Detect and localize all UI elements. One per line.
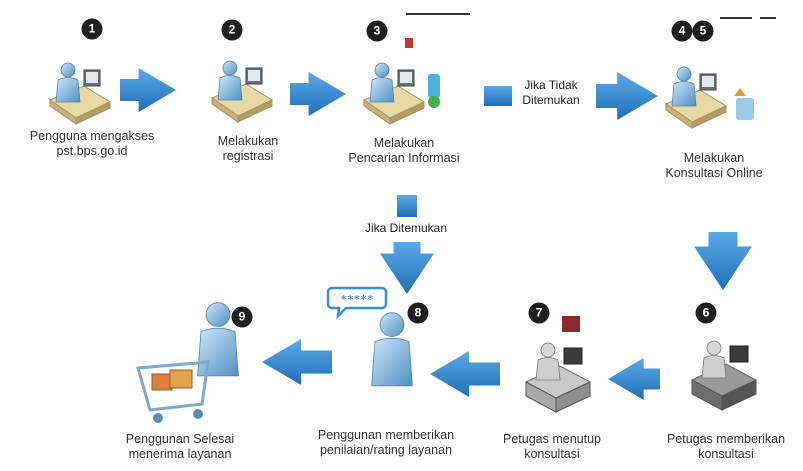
search-result-icon (428, 96, 440, 108)
thumbnail-mark (405, 38, 413, 48)
step-7-badge: 7 (528, 302, 550, 324)
chat-spark-icon (734, 88, 746, 96)
step-5-badge: 5 (692, 20, 714, 42)
step-4-badge: 4 (671, 20, 693, 42)
step-8-user-icon (371, 312, 413, 387)
arrow-step3-to-step5-tail (484, 86, 512, 106)
step-3-user-icon (362, 62, 426, 125)
step-1-badge: 1 (81, 18, 103, 40)
step-7-officer-icon (524, 342, 592, 413)
rating-speech-bubble: ***** (326, 286, 388, 320)
step-6-badge: 6 (695, 302, 717, 324)
arrow-step2-to-step3 (290, 72, 346, 116)
arrow-step7-to-step8 (430, 351, 500, 397)
step-3-badge: 3 (366, 20, 388, 42)
condition-found-label: Jika Ditemukan (364, 221, 448, 236)
arrow-step3-to-step8 (380, 242, 434, 294)
step-1-user-icon (48, 62, 112, 125)
step-6-officer-icon (690, 340, 758, 411)
step-5-user-icon (664, 66, 728, 129)
rating-stars: ***** (340, 293, 373, 306)
binoculars-icon (428, 74, 440, 98)
step-9-badge: 9 (231, 306, 253, 328)
shopping-cart-icon (136, 360, 210, 423)
device-icon (736, 98, 754, 120)
arrow-step3-to-step8-tail (397, 195, 417, 217)
arrow-step3-to-step5 (596, 72, 658, 120)
arrow-step8-to-step9 (262, 339, 332, 385)
step-2-badge: 2 (221, 19, 243, 41)
arrow-step5-to-step6 (694, 232, 752, 290)
step-2-user-icon (210, 60, 274, 123)
close-consultation-icon (562, 316, 580, 332)
arrow-step6-to-step7 (608, 358, 660, 400)
arrow-step1-to-step2 (120, 68, 176, 112)
step-8-badge: 8 (407, 302, 429, 324)
